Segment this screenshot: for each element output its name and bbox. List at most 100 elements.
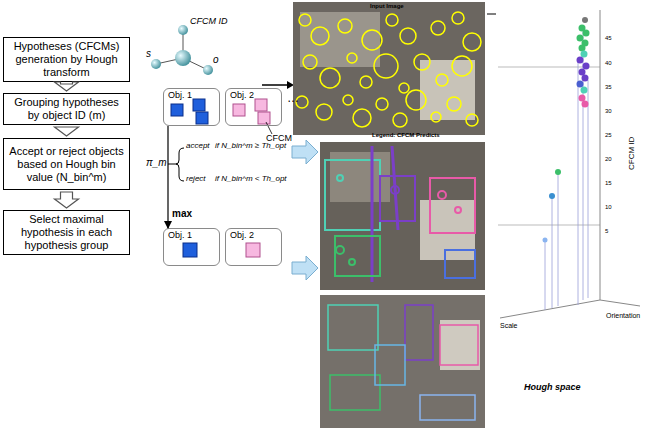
keypoint-circle bbox=[436, 74, 448, 86]
group-box: Obj. 1 bbox=[163, 228, 220, 266]
keypoint-circle bbox=[463, 33, 481, 51]
keypoint-circle bbox=[337, 175, 343, 181]
cfcm-square bbox=[171, 104, 183, 116]
cfcm-square bbox=[255, 99, 267, 111]
annotation-label: o bbox=[213, 54, 219, 65]
annotation-label: … bbox=[287, 92, 299, 105]
detection-box bbox=[375, 345, 405, 385]
data-point bbox=[583, 30, 590, 37]
block-arrow bbox=[55, 82, 79, 91]
data-point bbox=[579, 95, 586, 102]
keypoint-circle bbox=[347, 53, 357, 63]
keypoint-circle bbox=[353, 109, 371, 127]
keypoint-circle bbox=[452, 12, 464, 24]
keypoint-circle bbox=[447, 97, 461, 111]
detection-box bbox=[330, 375, 380, 410]
keypoint-circle bbox=[320, 68, 340, 88]
stem-line bbox=[588, 80, 589, 298]
data-point bbox=[555, 169, 561, 175]
annotation-label: Hough space bbox=[524, 383, 581, 393]
cfcm-square bbox=[258, 112, 270, 124]
data-point bbox=[577, 57, 584, 64]
data-point bbox=[577, 81, 584, 88]
keypoint-circle bbox=[311, 27, 329, 45]
tick-label: 35 bbox=[605, 84, 612, 91]
detection-box bbox=[420, 395, 475, 420]
keypoint-circle bbox=[336, 246, 344, 254]
keypoint-circle bbox=[438, 191, 446, 199]
detection-line bbox=[392, 146, 398, 230]
block-arrow bbox=[55, 192, 79, 208]
cfcm-square bbox=[196, 112, 208, 124]
node-text: Select maximal hypothesis in each hypoth… bbox=[8, 213, 125, 252]
sphere-symbol bbox=[151, 59, 161, 69]
grid-line bbox=[498, 225, 600, 226]
data-point bbox=[579, 69, 586, 76]
keypoint-circle bbox=[338, 19, 352, 33]
detection-box bbox=[430, 178, 475, 233]
stem-line bbox=[558, 172, 559, 306]
data-point bbox=[582, 17, 588, 23]
keypoint-circle bbox=[386, 14, 398, 26]
keypoint-circle bbox=[455, 207, 461, 213]
axis-line bbox=[600, 300, 640, 306]
pointer-arrow bbox=[262, 84, 288, 86]
cfcm-square bbox=[233, 104, 245, 116]
block-arrow bbox=[55, 127, 79, 136]
photo bbox=[320, 142, 485, 290]
tick-label: 10 bbox=[605, 204, 612, 211]
process-box: Select maximal hypothesis in each hypoth… bbox=[3, 210, 130, 255]
node-text: Grouping hypotheses by object ID (m) bbox=[8, 96, 125, 122]
keypoint-circle bbox=[349, 259, 355, 265]
annotation-label: if N_bin^m ≥ Th_opt bbox=[215, 142, 286, 151]
detection-box bbox=[445, 250, 475, 278]
data-point bbox=[577, 35, 584, 42]
annotation-label: reject bbox=[186, 175, 206, 184]
detection-box bbox=[380, 176, 415, 221]
stem-line bbox=[545, 240, 546, 310]
annotation-label: Input Image bbox=[370, 3, 404, 10]
keypoint-circle bbox=[391, 186, 399, 194]
tick-label: 20 bbox=[605, 156, 612, 163]
pointer-arrow bbox=[487, 14, 496, 15]
group-box: Obj. 2 bbox=[225, 88, 282, 126]
cfcm-square bbox=[193, 99, 205, 111]
detection-box bbox=[335, 236, 380, 276]
detection-line bbox=[371, 146, 374, 282]
data-point bbox=[582, 101, 589, 108]
axis-line bbox=[600, 10, 601, 300]
tick-label: 45 bbox=[605, 35, 612, 42]
detection-box bbox=[328, 305, 378, 350]
data-point bbox=[583, 63, 590, 70]
keypoint-circle bbox=[431, 112, 441, 122]
keypoint-circle bbox=[343, 95, 353, 105]
leader-line bbox=[266, 122, 272, 134]
photo-region bbox=[440, 320, 480, 370]
annotation-label: if N_bin^m < Th_opt bbox=[215, 175, 287, 184]
data-point bbox=[543, 238, 548, 243]
node-text: Obj. 1 bbox=[168, 90, 215, 100]
keypoint-circle bbox=[400, 28, 416, 44]
sphere-symbol bbox=[178, 25, 188, 35]
annotation-label: s bbox=[146, 48, 151, 59]
sphere-symbol bbox=[203, 65, 213, 75]
block-arrow bbox=[292, 140, 318, 164]
group-box: Obj. 1 bbox=[163, 88, 220, 126]
stem-line bbox=[552, 196, 553, 308]
data-point bbox=[579, 45, 586, 52]
stem-line bbox=[578, 60, 579, 305]
keypoint-circle bbox=[406, 90, 426, 110]
sphere-symbol bbox=[175, 50, 191, 66]
cfcm-square bbox=[183, 243, 197, 257]
annotation-label: accept bbox=[186, 142, 210, 151]
photo-region bbox=[420, 60, 475, 120]
process-box: Grouping hypotheses by object ID (m) bbox=[3, 93, 130, 125]
node-text: Obj. 2 bbox=[230, 90, 277, 100]
arrow-head bbox=[287, 81, 294, 89]
keypoint-circle bbox=[299, 14, 311, 26]
data-point bbox=[582, 75, 589, 82]
annotation-label: π_m bbox=[146, 157, 167, 168]
node-text: Obj. 1 bbox=[168, 230, 215, 240]
keypoint-circle bbox=[399, 83, 409, 93]
